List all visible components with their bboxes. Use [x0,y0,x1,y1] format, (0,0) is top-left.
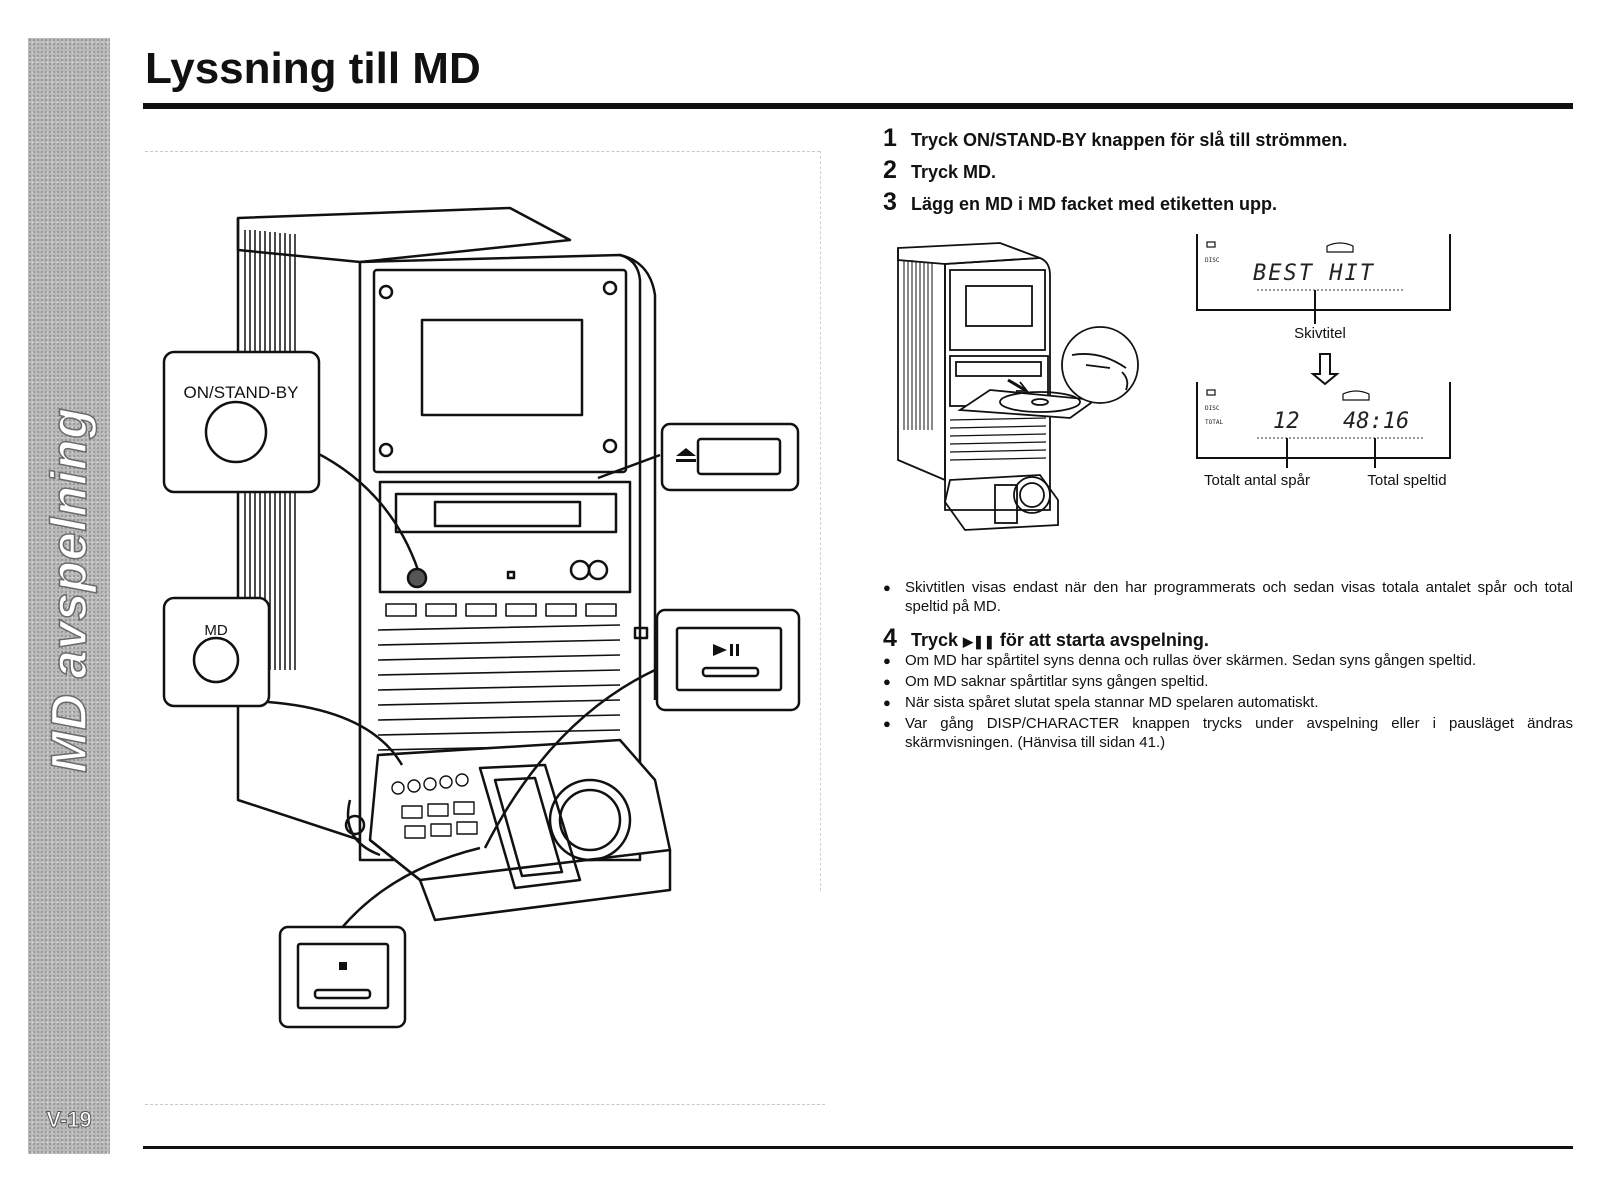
note-item: Skivtitlen visas endast när den har prog… [883,578,1573,616]
bottom-rule [143,1146,1573,1149]
step-text: Lägg en MD i MD facket med etiketten upp… [911,194,1278,214]
svg-text:TOTAL: TOTAL [1205,419,1223,426]
callout-layer: ON/STAND-BY MD [162,350,801,1029]
scan-guide-line [145,1104,825,1105]
step-number: 3 [883,188,897,216]
scan-guide-line [820,151,821,891]
step-4: 4 Tryck ▶❚❚ för att starta avspelning. [883,624,1209,653]
step-2: 2 Tryck MD. [883,156,996,185]
play-icon [713,644,727,656]
note-item: Om MD har spårtitel syns denna och rulla… [883,651,1573,670]
side-tab [28,38,110,1154]
eject-icon [676,448,696,456]
step-text: Tryck ON/STAND-BY knappen för slå till s… [911,130,1348,150]
display-total-time: 48:16 [1343,409,1409,434]
step-number: 1 [883,124,897,152]
page-title: Lyssning till MD [145,44,481,93]
notes-list-a: Skivtitlen visas endast när den har prog… [883,578,1573,618]
caption-total-tracks: Totalt antal spår [1204,472,1310,489]
svg-text:DISC: DISC [1205,257,1220,264]
play-pause-icon: ▶❚❚ [963,634,995,649]
notes-list-b: Om MD har spårtitel syns denna och rulla… [883,651,1573,754]
step-1: 1 Tryck ON/STAND-BY knappen för slå till … [883,124,1347,153]
display-figures: DISC DISC TOTAL BEST HIT 12 48:16 Skivti… [1196,234,1451,489]
section-title-vertical: MD avspelning [40,406,98,773]
page-number: V-19 [46,1107,92,1133]
eject-icon-bar [676,459,696,462]
step-number: 2 [883,156,897,184]
step-text-prefix: Tryck [911,630,964,650]
note-item: När sista spåret slutat spela stannar MD… [883,693,1573,712]
display-disc-title: BEST HIT [1253,261,1375,286]
step-3: 3 Lägg en MD i MD facket med etiketten up… [883,188,1277,217]
on-standby-label: ON/STAND-BY [184,383,299,402]
scan-guide-line [145,151,820,152]
display-track-count: 12 [1273,409,1300,434]
down-arrow-icon [1310,353,1340,386]
note-item: Var gång DISP/CHARACTER knappen trycks u… [883,714,1573,752]
insert-md-illustration [897,242,1139,531]
note-item: Om MD saknar spårtitlar syns gången spel… [883,672,1573,691]
md-label: MD [204,622,227,639]
svg-text:DISC: DISC [1205,405,1220,412]
caption-total-time: Total speltid [1367,472,1446,489]
step-number: 4 [883,624,897,652]
caption-disc-title: Skivtitel [1294,325,1346,342]
step-text: Tryck MD. [911,162,997,182]
title-rule [143,103,1573,109]
main-unit-illustration [236,206,672,922]
stop-icon [339,962,347,970]
step-text-suffix: för att starta avspelning. [994,630,1209,650]
